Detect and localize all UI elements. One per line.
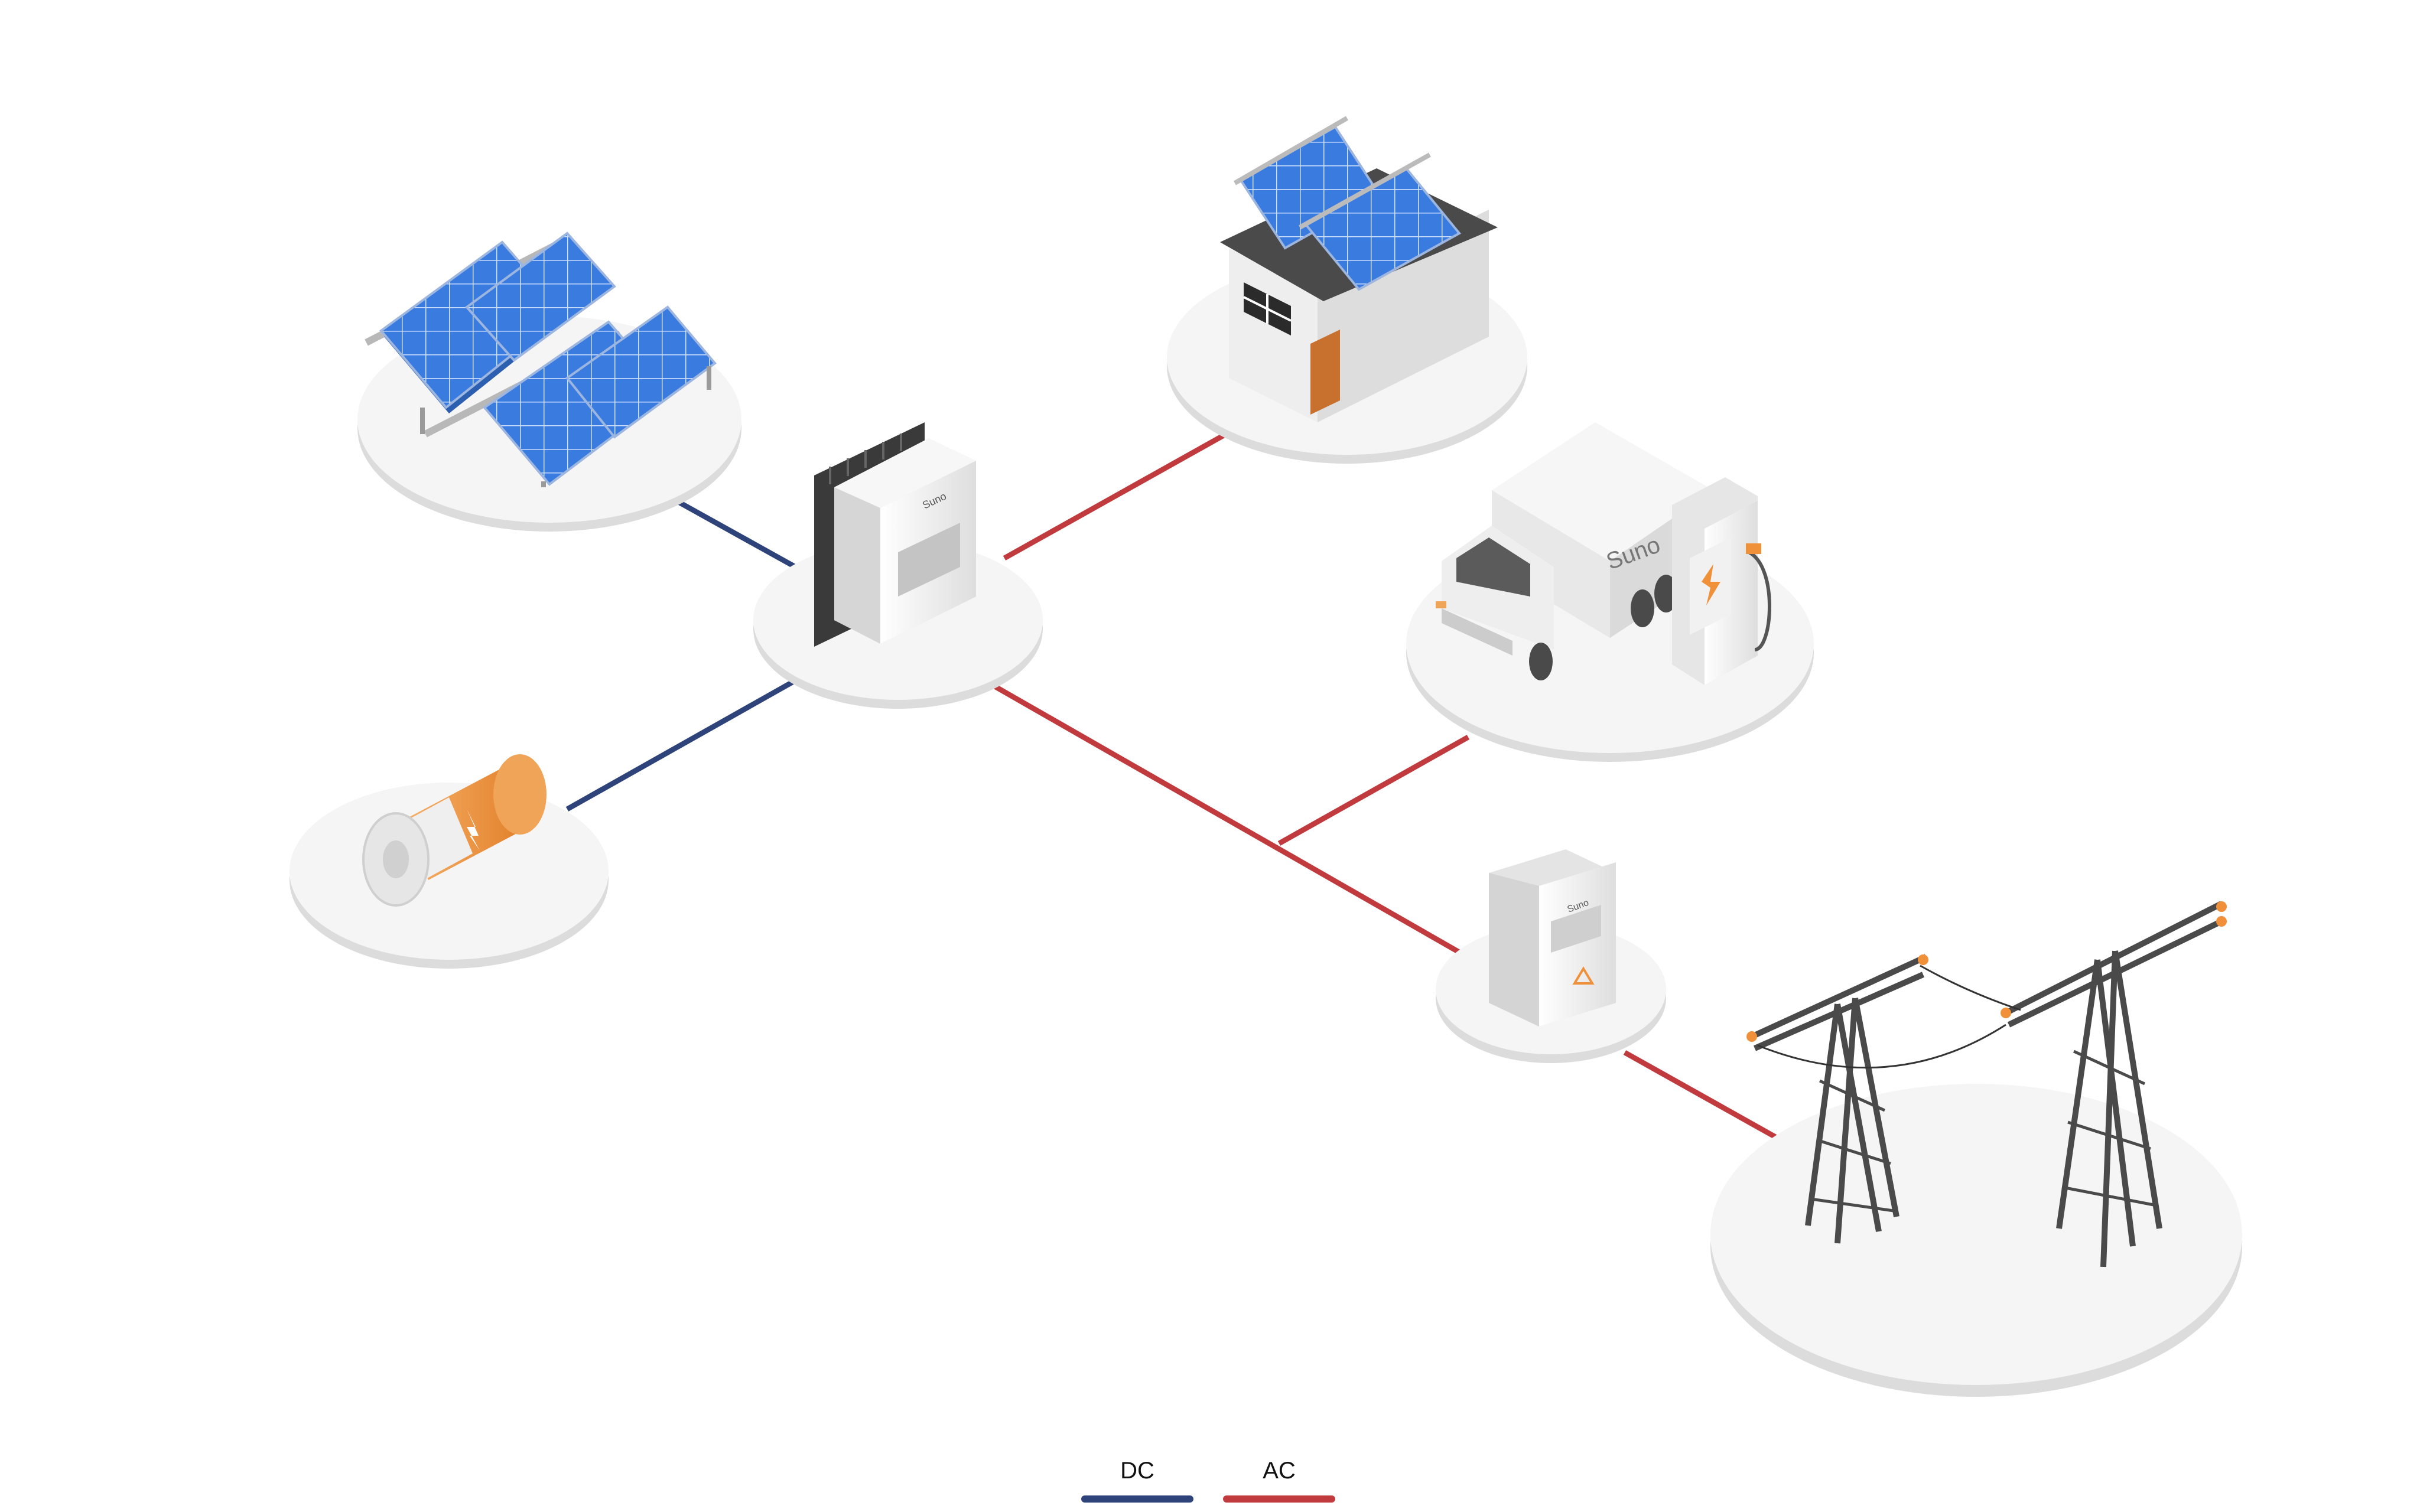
- house-with-solar-roof-icon: [1220, 116, 1498, 422]
- platform: [1710, 1084, 2242, 1385]
- truck-and-ev-charger-icon: Suno: [1436, 422, 1771, 685]
- legend: DC AC: [1081, 1459, 1335, 1503]
- inverter-node: Suno: [753, 422, 1043, 709]
- ev-charger-node: Suno: [1406, 422, 1814, 762]
- legend-swatch-ac: [1223, 1495, 1335, 1503]
- transmission-tower-icon: [1750, 901, 2223, 1267]
- grid-node: [1710, 901, 2242, 1397]
- house-node: [1167, 116, 1527, 464]
- meter-node: Suno: [1436, 849, 1666, 1063]
- legend-swatch-dc: [1081, 1495, 1193, 1503]
- battery-icon: [362, 754, 547, 907]
- insulator-marks: [1746, 901, 2227, 1042]
- dc-line-solar-inverter: [675, 498, 799, 571]
- connection-lines: [565, 432, 1777, 1139]
- dc-line-battery-inverter: [565, 677, 799, 812]
- solar-array-node: [357, 232, 741, 532]
- ac-line-inverter-meter: [991, 683, 1467, 958]
- battery-node: [290, 754, 609, 969]
- ac-line-meter-grid: [1623, 1050, 1777, 1139]
- legend-label-dc: DC: [1120, 1458, 1154, 1484]
- power-cables: [1757, 964, 2021, 1069]
- legend-label-ac: AC: [1263, 1458, 1296, 1484]
- legend-item-dc: DC: [1081, 1459, 1193, 1503]
- solar-panel-array-icon: [365, 232, 717, 487]
- inverter-icon: Suno: [814, 422, 976, 647]
- ac-line-inverter-house: [1003, 432, 1228, 561]
- legend-item-ac: AC: [1223, 1459, 1335, 1503]
- ac-line-junction-ev: [1277, 735, 1470, 846]
- smart-meter-icon: Suno: [1489, 849, 1616, 1027]
